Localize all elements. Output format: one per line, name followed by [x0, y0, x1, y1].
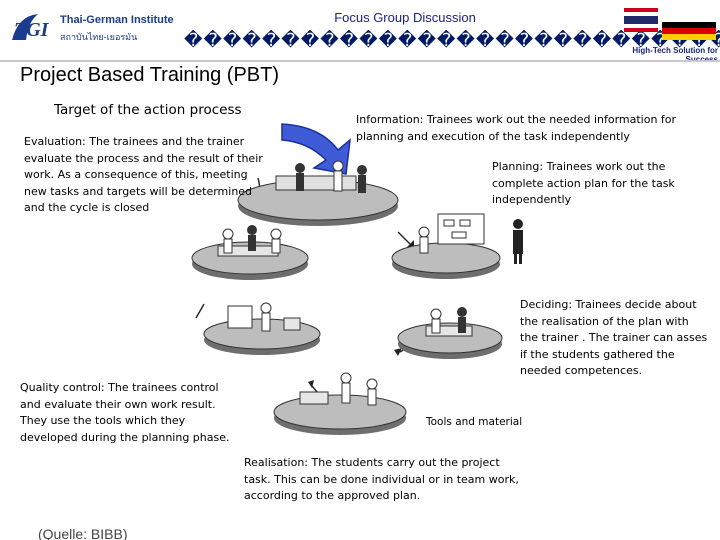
information-text: Information: Trainees work out the neede…	[356, 113, 677, 143]
tgi-logo-icon: TGI	[12, 14, 50, 41]
header-garbled-text: ��������������������������������	[184, 30, 720, 51]
planning-platform	[391, 213, 501, 279]
header-band	[0, 0, 720, 64]
deciding-platform	[397, 307, 503, 359]
flags-icon	[624, 8, 716, 40]
information-arrow	[281, 123, 351, 175]
svg-text:TGI: TGI	[14, 19, 50, 41]
evaluation-platform	[191, 225, 309, 280]
logo-text-thai: สถาบันไทย-เยอรมัน	[60, 32, 138, 42]
evaluation-text: Evaluation: The trainees and the trainer…	[24, 135, 263, 215]
header-title: Focus Group Discussion	[334, 10, 476, 25]
header-tagline: High-Tech Solution for Success	[632, 46, 718, 64]
central-platform	[237, 160, 399, 226]
slide-subtitle: Target of the action process	[54, 102, 242, 118]
quality-platform	[203, 302, 321, 355]
trainer-figure-right	[513, 219, 523, 264]
slide-title: Project Based Training (PBT)	[20, 64, 279, 86]
realisation-platform	[273, 372, 407, 435]
tools-label: Tools and material	[426, 416, 523, 428]
tgi-logo: TGI Thai-German Institute สถาบันไทย-เยอร…	[8, 8, 178, 48]
source-citation: (Quelle: BIBB)	[38, 526, 128, 540]
planning-text: Planning: Trainees work out the complete…	[492, 160, 675, 207]
header-divider	[0, 60, 720, 62]
logo-text-english: Thai-German Institute	[60, 14, 174, 26]
realisation-text: Realisation: The students carry out the …	[244, 456, 519, 503]
quality-control-text: Quality control: The trainees control an…	[20, 381, 230, 444]
deciding-text: Deciding: Trainees decide about the real…	[520, 298, 708, 378]
